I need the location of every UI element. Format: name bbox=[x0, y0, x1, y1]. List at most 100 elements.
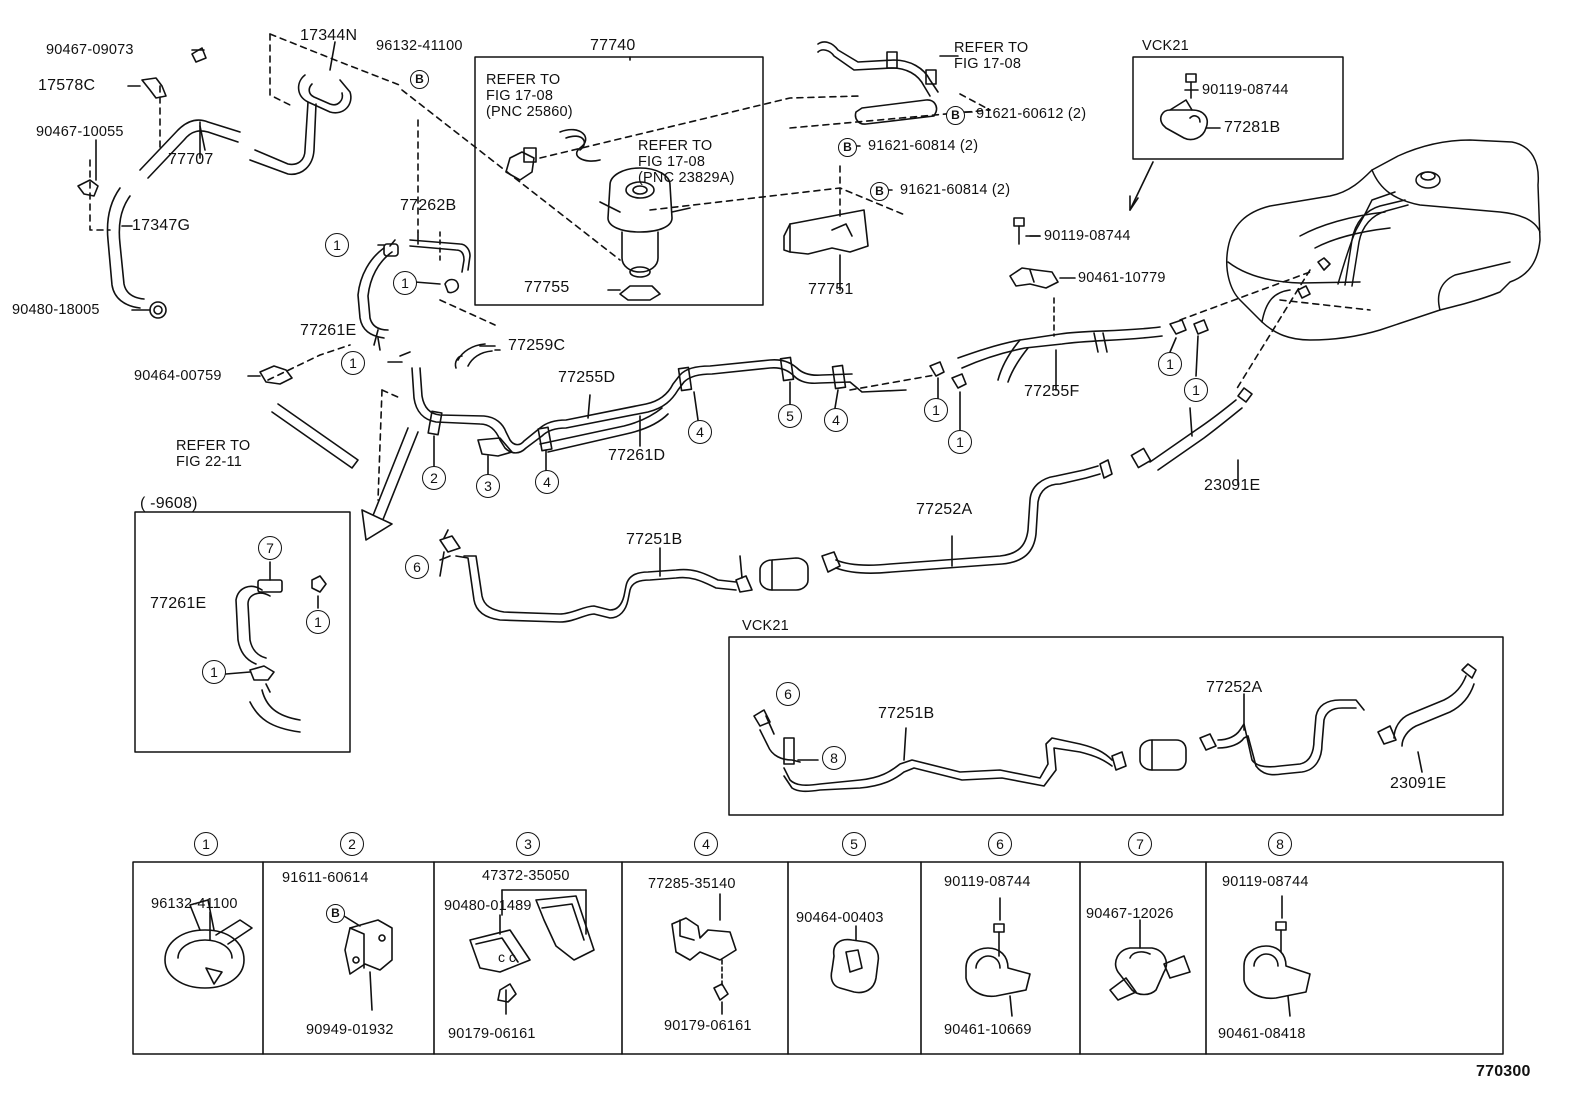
legend-art-6 bbox=[965, 897, 1031, 1017]
callout-6-a: 6 bbox=[405, 555, 429, 579]
hose-17347G bbox=[106, 187, 167, 319]
legend-3-part-c: 90179-06161 bbox=[448, 1026, 536, 1042]
legend-3-part-a: 47372-35050 bbox=[482, 868, 570, 884]
callout-1-i: 1 bbox=[202, 660, 226, 684]
legend-num-4: 4 bbox=[694, 832, 718, 856]
label-17578C: 17578C bbox=[38, 77, 96, 94]
pump-assembly bbox=[505, 128, 691, 301]
callout-6-b: 6 bbox=[776, 682, 800, 706]
callout-2: 2 bbox=[422, 466, 446, 490]
callout-b-4: B bbox=[870, 182, 889, 201]
bracket-77751 bbox=[783, 209, 869, 291]
callout-1-g: 1 bbox=[1184, 378, 1208, 402]
legend-num-8: 8 bbox=[1268, 832, 1292, 856]
callout-1-a: 1 bbox=[325, 233, 349, 257]
legend-2-part-a: 91611-60614 bbox=[282, 870, 369, 886]
legend-num-6: 6 bbox=[988, 832, 1012, 856]
label-inset-9608: ( -9608) bbox=[140, 495, 198, 512]
callout-b-3: B bbox=[838, 138, 857, 157]
hose-23091E bbox=[1130, 387, 1253, 471]
legend-5-part-a: 90464-00403 bbox=[796, 910, 884, 926]
legend-art-2 bbox=[343, 915, 393, 1011]
label-91621-60814-b: 91621-60814 (2) bbox=[900, 182, 1011, 198]
label-90467-09073: 90467-09073 bbox=[46, 42, 134, 58]
legend-num-1: 1 bbox=[194, 832, 218, 856]
hose-77261E bbox=[357, 231, 471, 351]
label-90467-10055: 90467-10055 bbox=[36, 124, 124, 140]
label-90119-08744-b: 90119-08744 bbox=[1044, 228, 1131, 244]
label-91621-60814-a: 91621-60814 (2) bbox=[868, 138, 979, 154]
legend-7-part-a: 90467-12026 bbox=[1086, 906, 1174, 922]
label-90480-18005: 90480-18005 bbox=[12, 302, 100, 318]
label-90464-00759: 90464-00759 bbox=[134, 368, 222, 384]
label-77707: 77707 bbox=[168, 151, 214, 168]
callout-4-a: 4 bbox=[535, 470, 559, 494]
box-77740 bbox=[474, 56, 764, 306]
callout-4-b: 4 bbox=[688, 420, 712, 444]
legend-6-part-a: 90119-08744 bbox=[944, 874, 1031, 890]
label-77755: 77755 bbox=[524, 279, 570, 296]
pipe-77255F bbox=[957, 297, 1163, 391]
label-77740: 77740 bbox=[590, 37, 636, 54]
misc-leaders bbox=[95, 41, 1239, 579]
label-vck-23091E: 23091E bbox=[1390, 775, 1447, 792]
hose-77259C bbox=[454, 343, 501, 369]
inset-art bbox=[225, 561, 327, 733]
legend-art-3: c c bbox=[469, 889, 595, 1015]
callout-b-2: B bbox=[946, 106, 965, 125]
label-vck21-top: VCK21 bbox=[1142, 38, 1189, 54]
bolt-90119-08744 bbox=[1013, 217, 1041, 245]
legend-4-part-a: 77285-35140 bbox=[648, 876, 736, 892]
hose-77707 bbox=[139, 119, 241, 179]
refer-fig-17-08-pnc-25860: REFER TO FIG 17-08 (PNC 25860) bbox=[486, 72, 573, 120]
callout-8: 8 bbox=[822, 746, 846, 770]
callout-b-1: B bbox=[410, 70, 429, 89]
box-vck21-bottom bbox=[728, 636, 1504, 816]
callout-3: 3 bbox=[476, 474, 500, 498]
refer-fig-17-08: REFER TO FIG 17-08 bbox=[954, 40, 1029, 72]
legend-num-7: 7 bbox=[1128, 832, 1152, 856]
dashed-leaders bbox=[89, 33, 1371, 501]
label-90119-08744-a: 90119-08744 bbox=[1202, 82, 1289, 98]
label-17344N: 17344N bbox=[300, 27, 358, 44]
label-77261E: 77261E bbox=[300, 322, 357, 339]
legend-8-part-b: 90461-08418 bbox=[1218, 1026, 1306, 1042]
svg-text:c c: c c bbox=[498, 949, 516, 965]
clamps-right bbox=[929, 257, 1331, 431]
legend-8-part-a: 90119-08744 bbox=[1222, 874, 1309, 890]
label-vck-77251B: 77251B bbox=[878, 705, 935, 722]
label-77262B: 77262B bbox=[400, 197, 457, 214]
box-inset-9608 bbox=[134, 511, 351, 753]
inset-arrow bbox=[361, 427, 419, 541]
clamps-top-left bbox=[77, 47, 293, 385]
legend-1-part-a: 96132-41100 bbox=[151, 896, 238, 912]
callout-1-f: 1 bbox=[1158, 352, 1182, 376]
label-77252A: 77252A bbox=[916, 501, 973, 518]
vck21-bottom-art bbox=[753, 663, 1477, 793]
box-vck21-top bbox=[1132, 56, 1344, 160]
hose-refer-22-11 bbox=[271, 403, 359, 469]
label-96132-41100: 96132-41100 bbox=[376, 38, 463, 54]
label-77751: 77751 bbox=[808, 281, 854, 298]
diagram-code: 770300 bbox=[1476, 1063, 1531, 1080]
legend-art-7 bbox=[1109, 919, 1191, 1001]
legend-dividers bbox=[262, 861, 1207, 1055]
callout-1-e: 1 bbox=[948, 430, 972, 454]
legend-frame bbox=[132, 861, 1504, 1055]
label-vck-77252A: 77252A bbox=[1206, 679, 1263, 696]
pipe-77255D bbox=[411, 356, 907, 475]
legend-num-2: 2 bbox=[340, 832, 364, 856]
label-inset-77261E: 77261E bbox=[150, 595, 207, 612]
callout-7-a: 7 bbox=[258, 536, 282, 560]
legend-art-4 bbox=[671, 893, 737, 1015]
legend-art-5 bbox=[830, 925, 880, 994]
callout-1-h: 1 bbox=[306, 610, 330, 634]
clamp-77281B bbox=[1129, 73, 1208, 211]
callout-1-d: 1 bbox=[924, 398, 948, 422]
callout-b-legend: B bbox=[326, 904, 345, 923]
label-vck21-bottom: VCK21 bbox=[742, 618, 789, 634]
label-77251B: 77251B bbox=[626, 531, 683, 548]
callout-4-c: 4 bbox=[824, 408, 848, 432]
label-17347G: 17347G bbox=[132, 217, 191, 234]
